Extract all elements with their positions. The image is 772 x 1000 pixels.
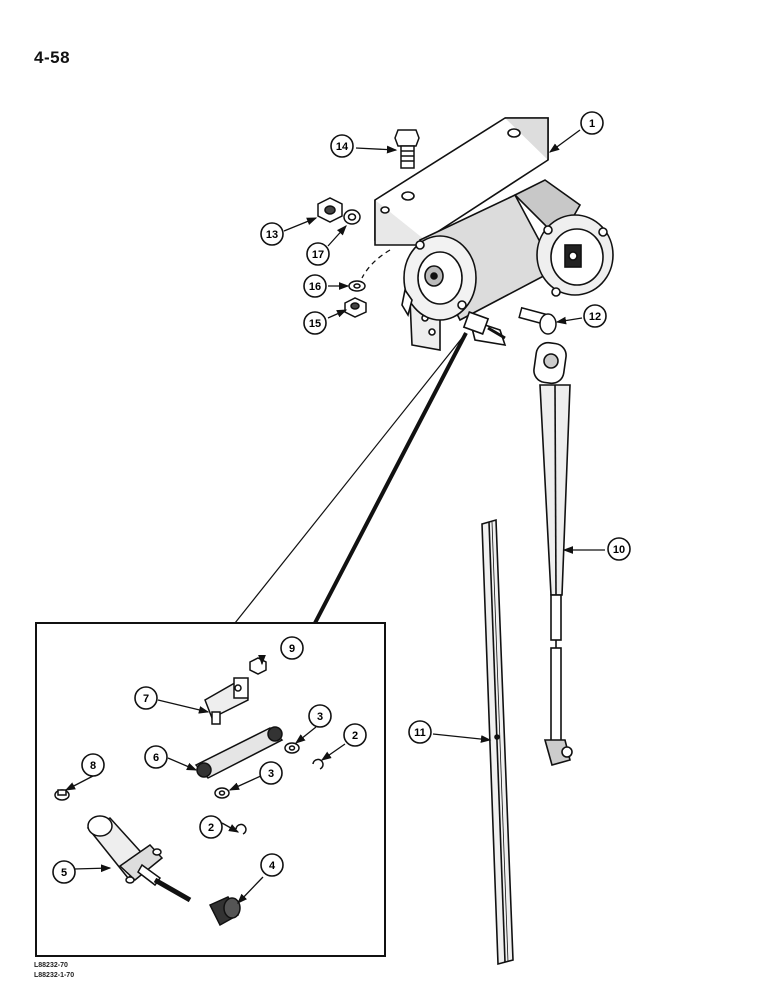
svg-text:3: 3: [268, 768, 274, 780]
svg-text:17: 17: [312, 249, 324, 261]
callout-16: 16: [303, 274, 327, 298]
wiper-blade: [481, 518, 514, 966]
svg-text:2: 2: [352, 730, 358, 742]
svg-text:2: 2: [208, 822, 214, 834]
inset-leader: [234, 332, 468, 624]
callout-7: 7: [134, 686, 158, 710]
callout-8: 8: [81, 753, 105, 777]
callout-10: 10: [607, 537, 631, 561]
svg-text:15: 15: [309, 318, 321, 330]
hex-nut-13: [317, 197, 343, 223]
svg-text:6: 6: [153, 752, 159, 764]
callout-12: 12: [583, 304, 607, 328]
inset-parts: [54, 657, 324, 927]
svg-text:3: 3: [317, 711, 323, 723]
figure-code-1: L88232-70: [34, 962, 68, 969]
wiper-arm: [533, 341, 573, 766]
callout-2-upper: 2: [343, 723, 367, 747]
callout-9: 9: [280, 636, 304, 660]
callout-17: 17: [306, 242, 330, 266]
page-number: 4-58: [34, 48, 71, 67]
assembly-path-line: [361, 249, 391, 279]
wiper-motor: [401, 179, 614, 347]
bolt-12: [518, 306, 557, 335]
linkage-detail-inset: [35, 622, 386, 957]
callout-6: 6: [144, 745, 168, 769]
callout-5: 5: [52, 860, 76, 884]
svg-text:16: 16: [309, 281, 321, 293]
callout-1: 1: [580, 111, 604, 135]
washer-16: [348, 280, 366, 292]
figure-code-2: L88232-1-70: [34, 972, 75, 979]
svg-text:10: 10: [613, 544, 625, 556]
svg-text:11: 11: [414, 727, 426, 739]
callout-14: 14: [330, 134, 354, 158]
bolt-14: [394, 129, 420, 169]
svg-text:1: 1: [589, 118, 595, 130]
nut-15: [344, 297, 367, 318]
svg-text:12: 12: [589, 311, 601, 323]
svg-text:8: 8: [90, 760, 96, 772]
callout-4: 4: [260, 853, 284, 877]
callout-2-lower: 2: [199, 815, 223, 839]
svg-text:9: 9: [289, 643, 295, 655]
callout-3-lower: 3: [259, 761, 283, 785]
leader-lines: [64, 129, 605, 904]
svg-text:5: 5: [61, 867, 67, 879]
svg-text:7: 7: [143, 693, 149, 705]
svg-text:14: 14: [336, 141, 349, 153]
callout-11: 11: [408, 720, 432, 744]
callout-3-upper: 3: [308, 704, 332, 728]
callout-13: 13: [260, 222, 284, 246]
svg-text:4: 4: [269, 860, 276, 872]
callout-15: 15: [303, 311, 327, 335]
svg-text:13: 13: [266, 229, 278, 241]
lock-washer-17: [343, 209, 361, 225]
